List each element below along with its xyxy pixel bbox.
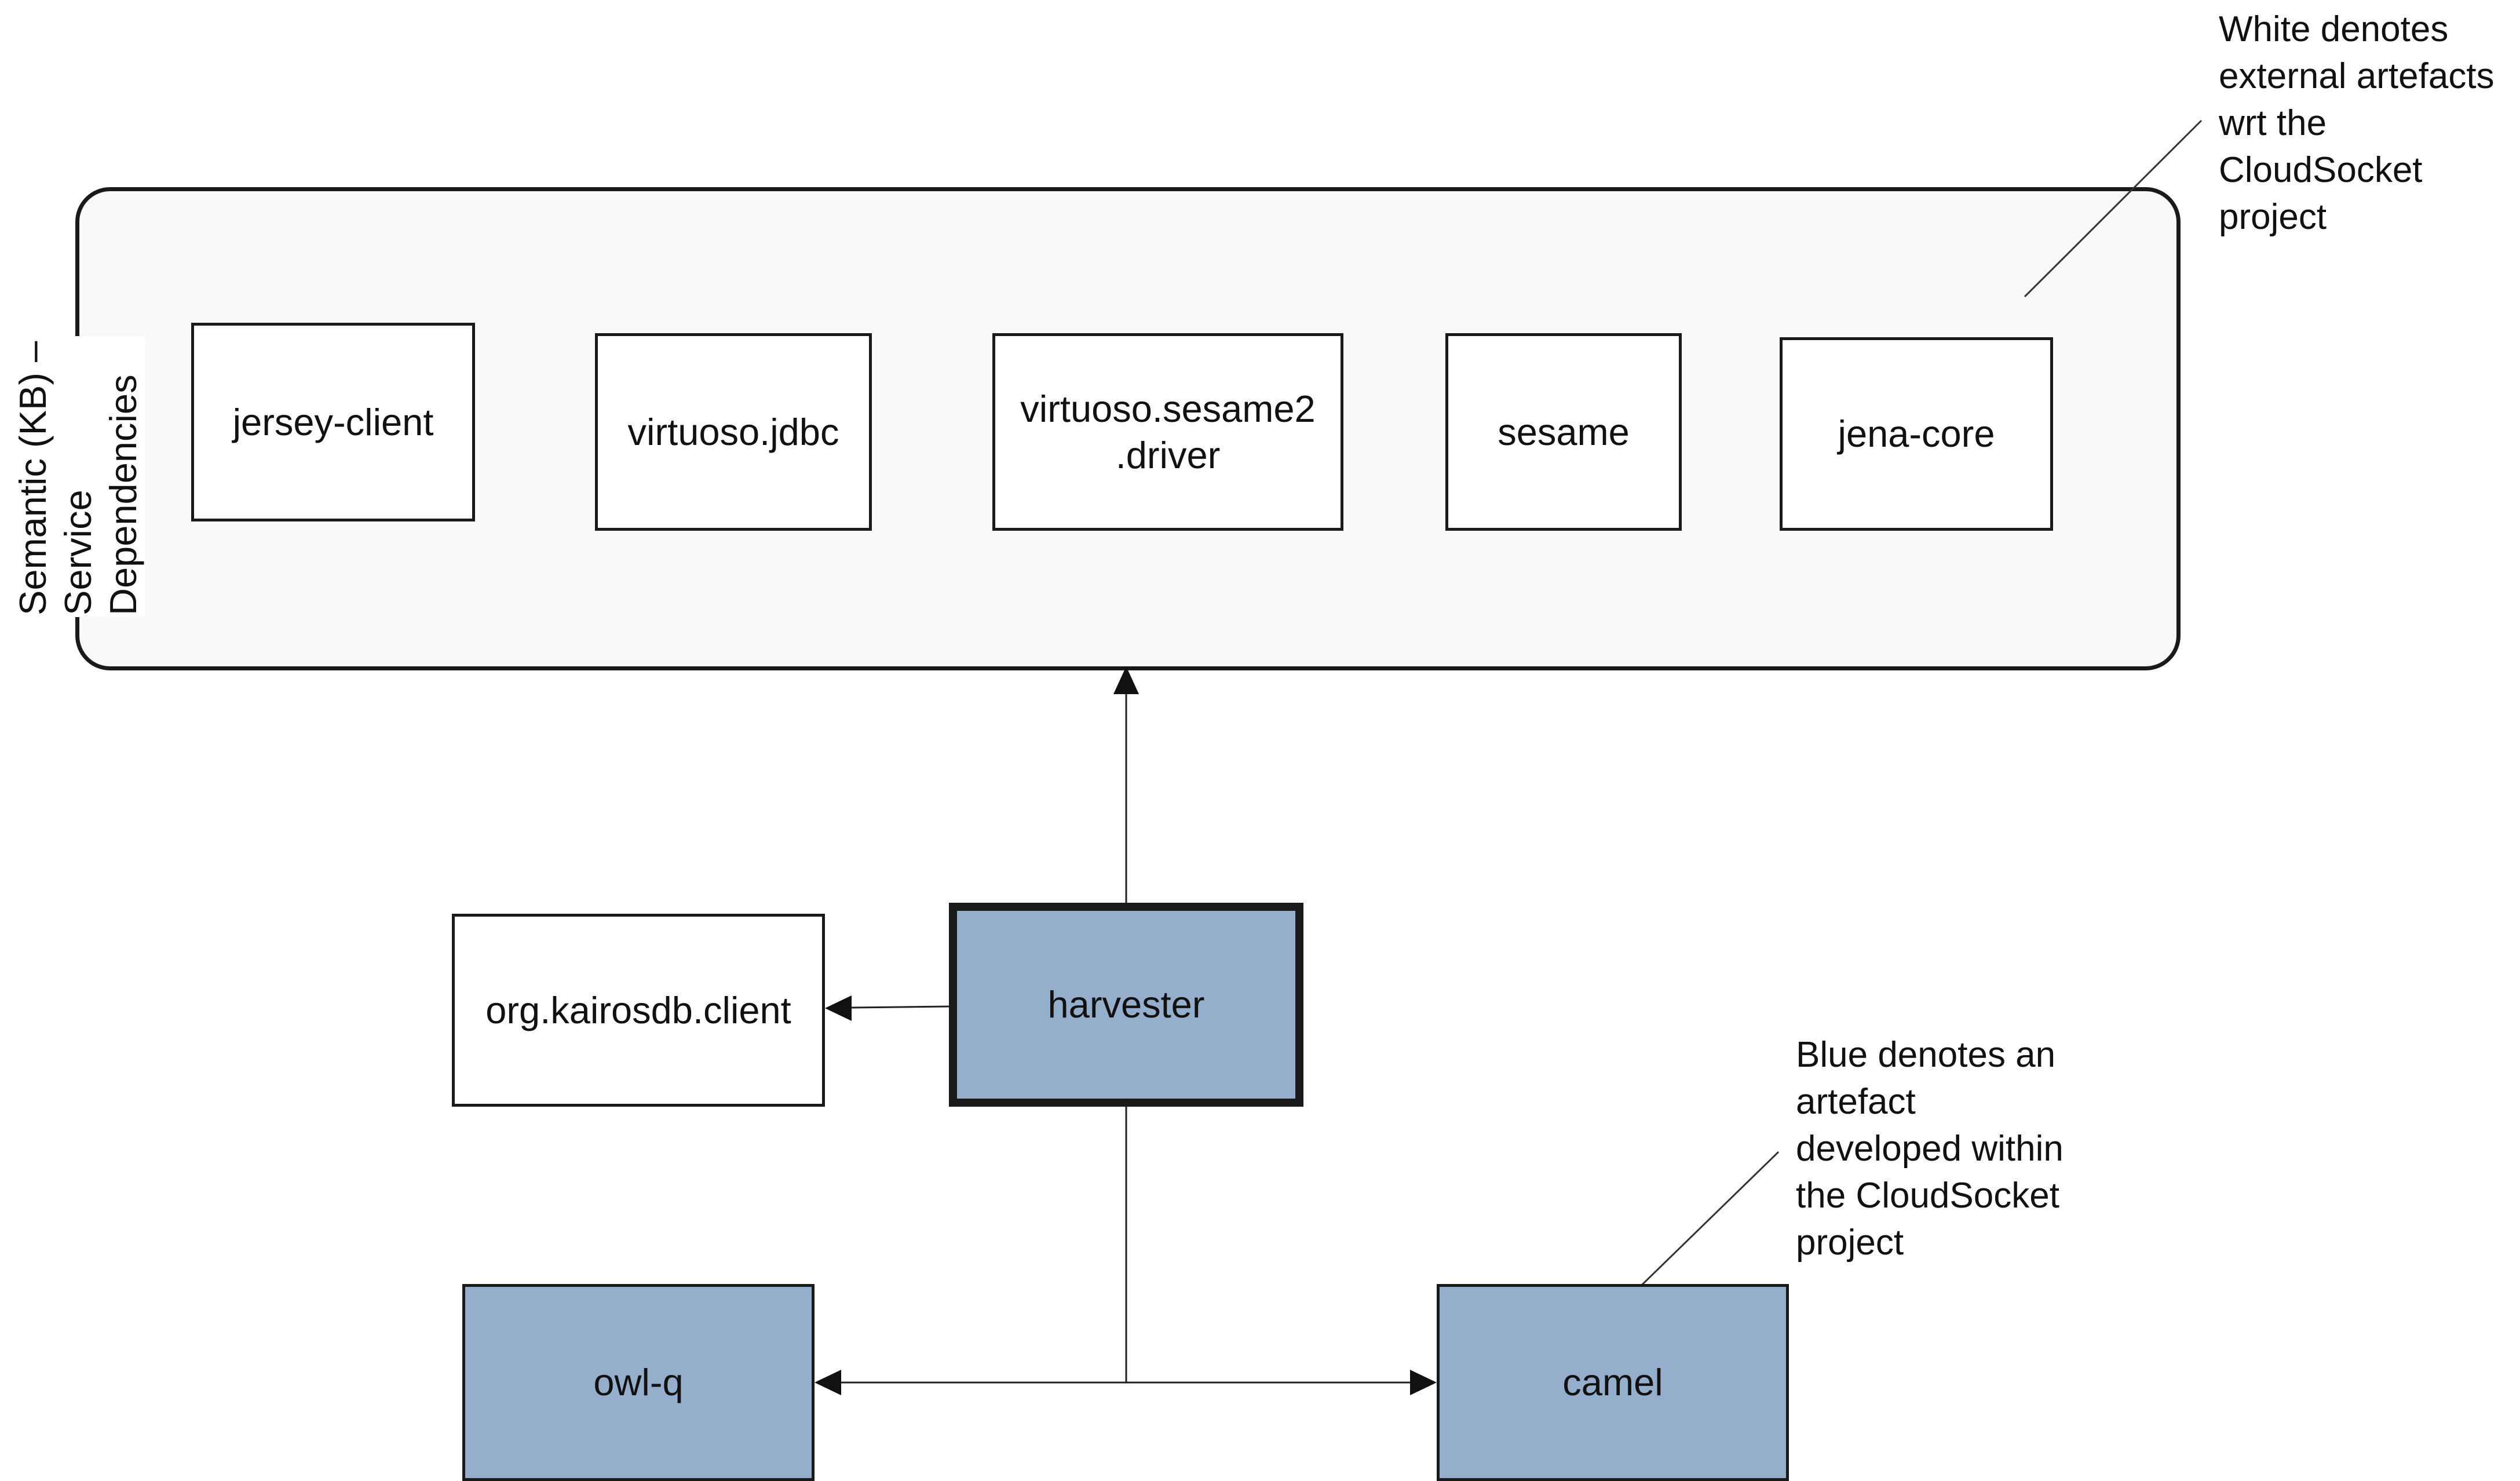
group-label-background (9, 336, 145, 617)
note-blue-line-4: the CloudSocket (1796, 1176, 2059, 1216)
note-blue-artefacts: Blue denotes an artefact developed withi… (1796, 1031, 2064, 1266)
note-blue-line-2: artefact (1796, 1082, 1916, 1122)
note-pointer-white (2024, 119, 2203, 298)
node-virtuoso-jdbc[interactable]: virtuoso.jdbc (595, 333, 872, 531)
note-white-line-5: project (2219, 197, 2327, 237)
note-blue-line-3: developed within (1796, 1129, 2064, 1169)
note-white-artefacts: White denotes external artefacts wrt the… (2219, 6, 2495, 240)
arrowhead-owlq (815, 1370, 841, 1395)
node-virtuoso-sesame2-driver[interactable]: virtuoso.sesame2 .driver (992, 333, 1343, 531)
note-blue-line-1: Blue denotes an (1796, 1035, 2056, 1075)
node-sesame[interactable]: sesame (1445, 333, 1682, 531)
node-harvester[interactable]: harvester (949, 903, 1303, 1107)
node-jersey-client[interactable]: jersey-client (191, 323, 475, 521)
edge-harvester-to-kairos (851, 1005, 949, 1009)
arrowhead-kairos (825, 995, 852, 1021)
node-jena-core[interactable]: jena-core (1780, 337, 2053, 531)
node-org-kairosdb-client[interactable]: org.kairosdb.client (452, 914, 825, 1107)
note-white-line-4: CloudSocket (2219, 150, 2423, 190)
arrowhead-group (1113, 666, 1139, 694)
node-owl-q[interactable]: owl-q (462, 1284, 815, 1481)
node-virtuoso-sesame2-driver-label: virtuoso.sesame2 .driver (1020, 387, 1316, 476)
note-white-line-2: external artefacts (2219, 56, 2495, 96)
node-camel[interactable]: camel (1437, 1284, 1789, 1481)
note-blue-line-5: project (1796, 1223, 1904, 1263)
note-white-line-3: wrt the (2219, 103, 2327, 143)
note-white-line-1: White denotes (2219, 9, 2449, 49)
arrowhead-camel (1410, 1370, 1437, 1395)
